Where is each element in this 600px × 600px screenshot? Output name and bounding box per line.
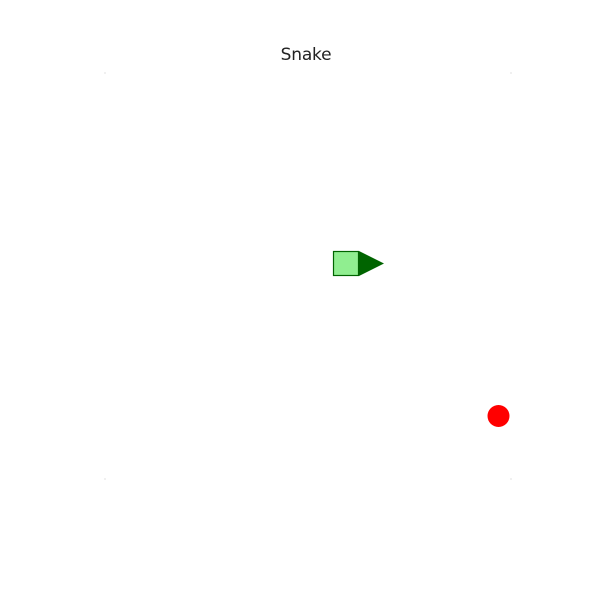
food-icon [487,405,510,427]
board-canvas [104,72,512,480]
board-corner-bottom-right [510,478,512,480]
snake-body-segment [332,250,360,277]
game-title: Snake [280,45,332,65]
game-board[interactable] [104,72,512,480]
board-corner-bottom-left [104,478,106,480]
board-corner-top-left [104,72,106,74]
board-corner-top-right [510,72,512,74]
board-corners [104,72,512,480]
snake-head-icon [359,251,384,276]
